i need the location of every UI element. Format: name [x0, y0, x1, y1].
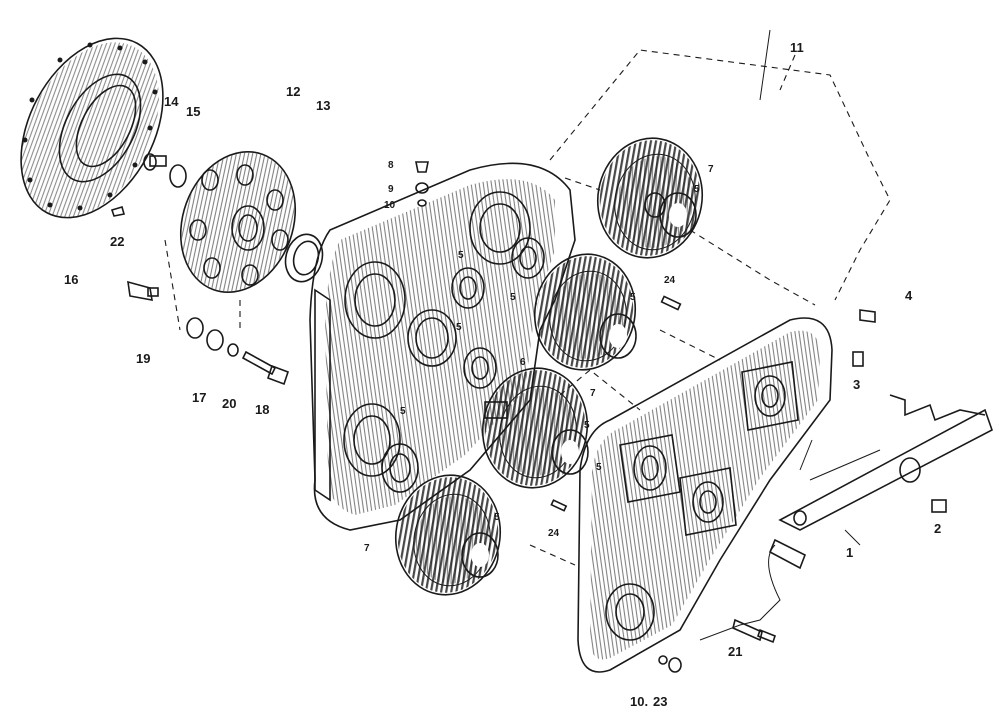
bolt-part-18	[241, 350, 290, 386]
label-7a: 7	[708, 164, 714, 175]
label-1: 1	[846, 545, 853, 560]
bolt-part-3	[852, 351, 864, 367]
label-24b: 24	[548, 528, 560, 539]
bolt-part-14	[143, 153, 167, 171]
cover-plate	[577, 317, 833, 673]
label-3: 3	[853, 377, 860, 392]
label-10a: 10	[384, 200, 396, 211]
label-5d: 5	[400, 406, 406, 417]
label-21: 21	[728, 644, 742, 659]
label-14: 14	[164, 94, 179, 109]
label-20: 20	[222, 396, 236, 411]
plug-part-23	[668, 657, 682, 673]
label-5b: 5	[510, 292, 516, 303]
label-24a: 24	[664, 275, 676, 286]
label-17: 17	[192, 390, 206, 405]
label-16: 16	[64, 272, 78, 287]
gear-part-7-bottom	[394, 474, 502, 596]
label-12: 12	[286, 84, 300, 99]
callout-labels: 1 2 3 4 5 5 5 5 5 5 5 5 5 6 7 7 7 8 9 10…	[64, 40, 941, 709]
label-6: 6	[520, 357, 526, 368]
threaded-rod	[699, 538, 807, 641]
label-7c: 7	[364, 543, 370, 554]
assembly-leader-dashed-left	[164, 239, 241, 331]
label-23: 23	[653, 694, 667, 709]
label-13: 13	[316, 98, 330, 113]
label-10b: 10.	[630, 694, 648, 709]
bracket-part-1	[778, 394, 993, 531]
washer-part-15	[169, 164, 187, 188]
plug-part-8	[415, 161, 429, 173]
washer-part-10-top	[417, 199, 427, 207]
label-8: 8	[388, 160, 394, 171]
clip-part-4	[859, 309, 876, 323]
washer-part-10-bottom	[658, 655, 668, 665]
label-5g: 5	[584, 420, 590, 431]
label-18: 18	[255, 402, 269, 417]
gearbox-housing	[309, 162, 576, 531]
label-5e: 5	[694, 184, 700, 195]
gear-part-7-top	[596, 137, 704, 259]
gear-part-7-middle	[533, 253, 637, 371]
dowel-pin-part-24-lower	[550, 499, 568, 512]
nut-part-9	[415, 182, 429, 194]
label-22: 22	[110, 234, 124, 249]
label-5h: 5	[494, 512, 500, 523]
sensor-part-21	[732, 618, 776, 644]
stud-part-19	[127, 280, 159, 301]
label-9: 9	[388, 184, 394, 195]
dowel-pin-part-24-upper	[660, 295, 682, 311]
flanged-ring-part-16	[20, 37, 164, 219]
planet-gears-part-17	[186, 317, 224, 351]
label-5f: 5	[630, 292, 636, 303]
label-5i: 5	[596, 462, 602, 473]
leader-lines	[529, 29, 881, 566]
label-15: 15	[186, 104, 200, 119]
label-2: 2	[934, 521, 941, 536]
label-11: 11	[790, 40, 804, 55]
label-4: 4	[905, 288, 913, 303]
label-5a: 5	[458, 250, 464, 261]
gear-part-6	[481, 367, 589, 489]
label-7b: 7	[590, 388, 596, 399]
label-5c: 5	[456, 322, 462, 333]
bolt-part-2	[931, 499, 947, 513]
label-19: 19	[136, 351, 150, 366]
screw-part-22	[110, 206, 126, 217]
washer-part-20	[227, 343, 239, 357]
carrier-plate-part-12	[179, 150, 297, 294]
